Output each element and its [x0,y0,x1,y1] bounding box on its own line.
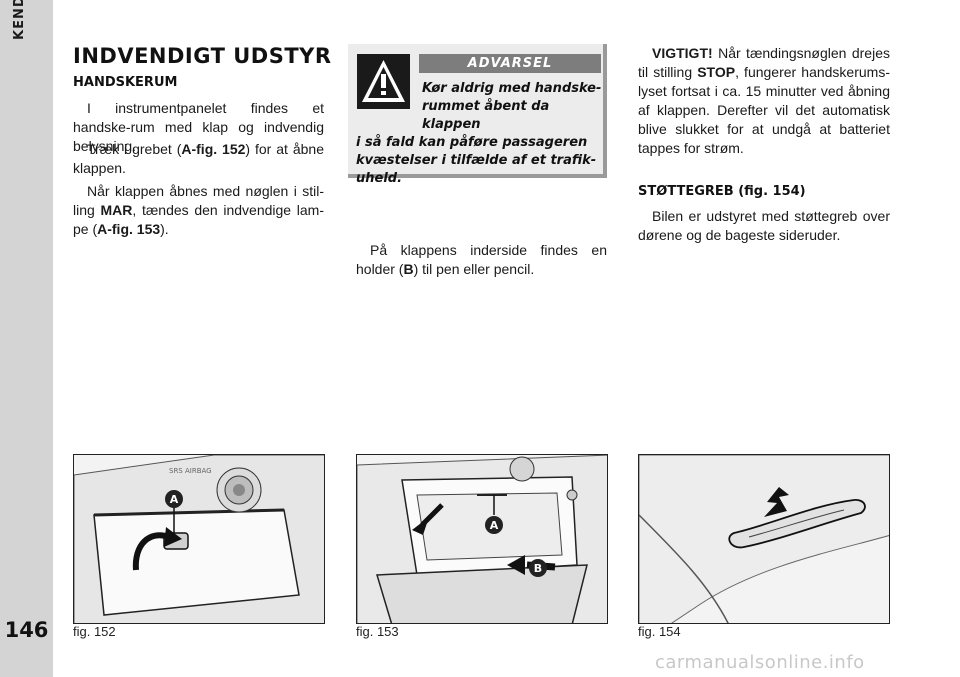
paragraph-important: VIGTIGT! Når tændingsnøglen drejes til s… [638,44,890,158]
figure-154-illustration [638,454,890,624]
callout-a-label: A [170,493,179,506]
text-part: , tændes den indvendige lam-pe ( [73,202,324,237]
page-title: INDVENDIGT UDSTYR [73,44,332,68]
page-number: 146 [4,618,49,642]
label-reference: B [403,261,414,277]
text-part: Når tændingsnøglen drejes til stilling [638,45,890,80]
key-position-ref: MAR [100,202,133,218]
warning-text: Kør aldrig med handske-rummet åbent da k… [356,80,602,188]
figure-153-illustration: A B [356,454,608,624]
caption-fig-153: fig. 153 [356,624,399,639]
important-label: VIGTIGT! [652,45,713,61]
text-part: ). [160,221,169,237]
airbag-panel-text: SRS AIRBAG [169,467,212,475]
section-title-text: KENDSKAB TIL BILEN [12,0,27,40]
subtitle-stottegreb: STØTTEGREB (fig. 154) [638,184,806,199]
warning-text-line2: i så fald kan påføre passageren kvæstels… [356,135,597,186]
paragraph-grab-handle-text: Bilen er udstyret med støttegreb over dø… [638,208,890,243]
text-part: På klappens inderside findes en holder ( [356,242,607,277]
figure-reference: A-fig. 152 [181,141,246,157]
text-part: Når klappen åbnes med nøglen i stil-ling [73,183,324,218]
caption-fig-152: fig. 152 [73,624,116,639]
watermark: carmanualsonline.info [655,652,865,673]
caption-fig-154: fig. 154 [638,624,681,639]
section-title-vertical: KENDSKAB TIL BILEN [12,0,40,280]
paragraph-intro-text: I instrumentpanelet findes et handske-ru… [73,100,324,154]
text-part: ) for at åbne klappen. [73,141,324,176]
callout-b-label: B [534,562,542,575]
key-position-ref: STOP [697,64,736,80]
figure-reference: A-fig. 153 [97,221,161,237]
warning-text-line1: Kør aldrig med handske-rummet åbent da k… [422,81,602,132]
paragraph-intro: I instrumentpanelet findes et handske-ru… [73,99,324,156]
warning-box: ADVARSEL Kør aldrig med handske-rummet å… [348,44,607,186]
warning-triangle-icon [357,54,410,109]
text-part: , fungerer handskerums-lyset fortsat i c… [638,64,890,156]
warning-banner: ADVARSEL [419,54,601,73]
paragraph-pull-handle: Træk i grebet (A-fig. 152) for at åbne k… [73,140,324,178]
paragraph-grab-handle: Bilen er udstyret med støttegreb over dø… [638,207,890,245]
callout-a-label: A [490,519,499,532]
paragraph-lamp: Når klappen åbnes med nøglen i stil-ling… [73,182,324,239]
text-part: ) til pen eller pencil. [413,261,535,277]
paragraph-pen-holder: På klappens inderside findes en holder (… [356,241,607,279]
side-strip [0,0,53,677]
figure-152-illustration: SRS AIRBAG A [73,454,325,624]
subtitle-handskerum: HANDSKERUM [73,75,178,90]
text-part: Træk i grebet ( [87,141,182,157]
